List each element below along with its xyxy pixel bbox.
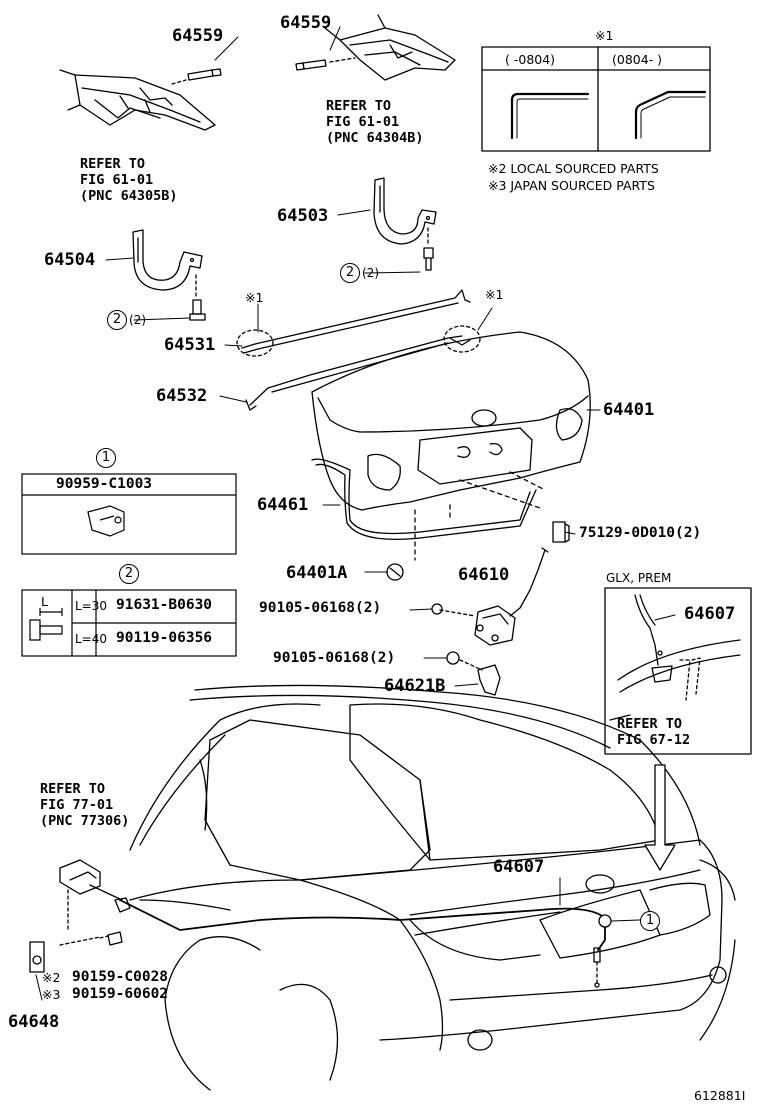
- label-75129-0D010: 75129-0D010(2): [579, 525, 702, 541]
- bolt-64559-left-drawing: [171, 68, 222, 85]
- label-90159-C0028: 90159-C0028: [72, 969, 169, 985]
- note-1-left: ※1: [245, 290, 264, 305]
- circle-marker-2-box: 2: [119, 564, 139, 584]
- label-64559-left: 64559: [172, 26, 224, 46]
- label-64532: 64532: [156, 386, 208, 406]
- legend-title: ※1: [595, 28, 614, 43]
- qty-2-left: (2): [129, 313, 146, 327]
- label-90159-60602: 90159-60602: [72, 986, 169, 1002]
- label-64607-car: 64607: [493, 857, 545, 877]
- bolt-64559-right-drawing: [295, 57, 356, 71]
- cable-64607-drawing: [89, 884, 612, 988]
- box1-part-number: 90959-C1003: [56, 476, 153, 492]
- label-64648: 64648: [8, 1012, 60, 1032]
- qty-2-top: (2): [362, 266, 379, 280]
- box1-drawing: [21, 473, 237, 555]
- car-body-drawing: [129, 684, 736, 1091]
- arrow-drawing: [644, 764, 676, 871]
- ref-fig-77-01: REFER TO FIG 77-01 (PNC 77306): [40, 781, 130, 829]
- note-3-bolt: ※3: [42, 987, 61, 1002]
- torsion-rods-drawing: [236, 289, 481, 411]
- label-64503: 64503: [277, 206, 329, 226]
- circle-marker-2-left: 2: [107, 310, 127, 330]
- stopper-64401A-drawing: [386, 563, 404, 581]
- label-64531: 64531: [164, 335, 216, 355]
- box2-dim-label: L: [41, 594, 48, 609]
- label-64607-glx: 64607: [684, 604, 736, 624]
- circle-marker-2-top: 2: [340, 263, 360, 283]
- circle-marker-1-box: 1: [96, 448, 116, 468]
- note-2-bolt: ※2: [42, 970, 61, 985]
- label-64504: 64504: [44, 250, 96, 270]
- hinge-64503-drawing: [373, 177, 437, 271]
- label-64621B: 64621B: [384, 676, 446, 696]
- ref-fig-61-01-right: REFER TO FIG 61-01 (PNC 64304B): [326, 98, 424, 146]
- box2-drawing: [21, 589, 237, 657]
- label-64610: 64610: [458, 565, 510, 585]
- hinge-body-right-drawing: [324, 14, 456, 81]
- box2-row2-length: L=40: [75, 632, 108, 646]
- label-90105-06168-lower: 90105-06168(2): [273, 650, 396, 666]
- label-64461: 64461: [257, 495, 309, 515]
- opener-parts-drawing: [29, 859, 131, 973]
- box2-row2-part: 90119-06356: [116, 630, 213, 646]
- weatherstrip-drawing: [311, 458, 537, 540]
- leader-lines: [35, 26, 676, 1001]
- label-64401A: 64401A: [286, 563, 348, 583]
- label-64559-right: 64559: [280, 13, 332, 33]
- legend-japan-sourced: ※3 JAPAN SOURCED PARTS: [488, 178, 655, 193]
- note-1-right: ※1: [485, 287, 504, 302]
- leader-dashes: [414, 471, 546, 561]
- legend-col-early: ( -0804): [505, 52, 556, 67]
- circle-marker-1-car: 1: [640, 911, 660, 931]
- diagram-code: 612881I: [694, 1088, 746, 1103]
- legend-col-late: (0804- ): [612, 52, 663, 67]
- glx-box-title: GLX, PREM: [606, 571, 672, 585]
- legend-drawing: [481, 46, 711, 152]
- label-90105-06168-upper: 90105-06168(2): [259, 600, 382, 616]
- ref-fig-61-01-left: REFER TO FIG 61-01 (PNC 64305B): [80, 156, 178, 204]
- hinge-body-left-drawing: [59, 69, 216, 131]
- box2-row1-part: 91631-B0630: [116, 597, 213, 613]
- legend-local-sourced: ※2 LOCAL SOURCED PARTS: [488, 161, 659, 176]
- label-64401: 64401: [603, 400, 655, 420]
- glx-box-drawing: [604, 587, 752, 755]
- trunk-lid-drawing: [311, 331, 591, 511]
- ref-fig-67-12: REFER TO FIG 67-12: [617, 716, 691, 748]
- hinge-64504-drawing: [132, 229, 206, 321]
- box2-row1-length: L=30: [75, 599, 108, 613]
